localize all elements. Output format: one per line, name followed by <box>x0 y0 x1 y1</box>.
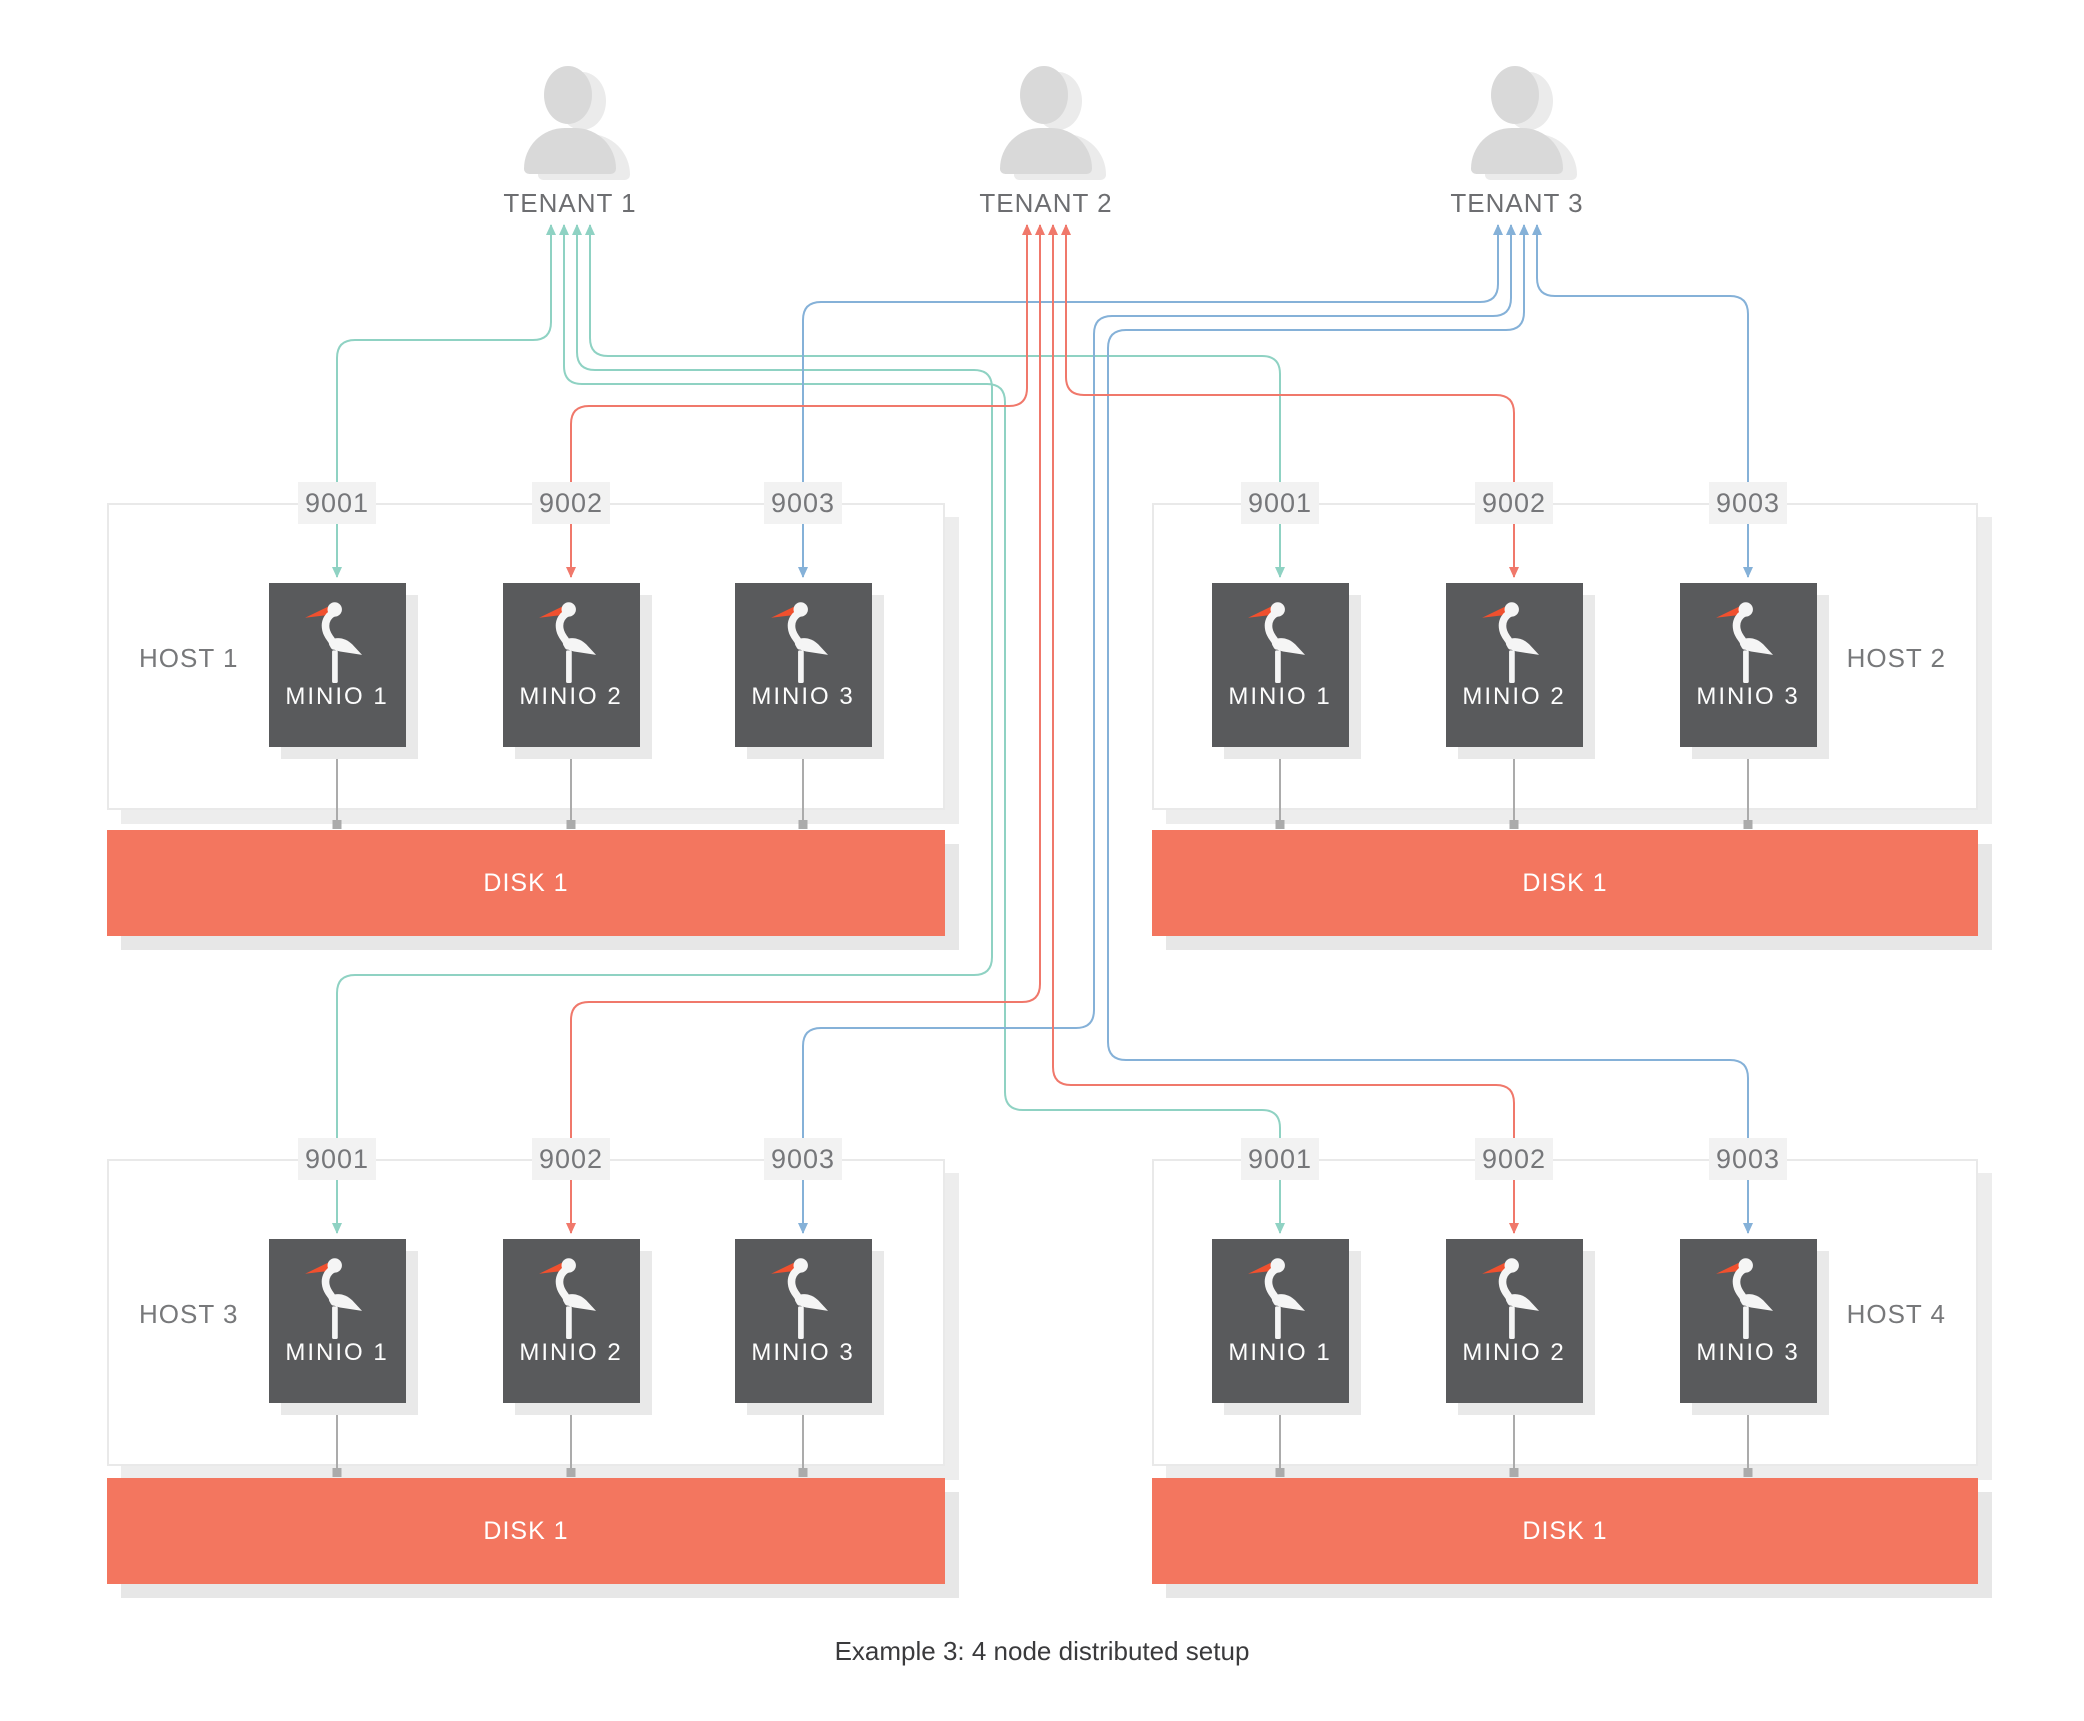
minio-node-label: MINIO 3 <box>1696 1339 1800 1366</box>
minio-node-label: MINIO 3 <box>751 683 855 710</box>
minio-stork-icon <box>1716 602 1774 683</box>
minio-stork-icon <box>305 602 363 683</box>
minio-node: MINIO 3 <box>1679 1239 1817 1403</box>
link-nub <box>798 1468 808 1477</box>
minio-node-label: MINIO 2 <box>1462 1339 1566 1366</box>
host-label: HOST 1 <box>139 643 239 673</box>
minio-stork-icon <box>305 1258 363 1339</box>
minio-node-label: MINIO 1 <box>1228 1339 1332 1366</box>
port-badge: 9003 <box>1709 1138 1787 1180</box>
disk-label: DISK 1 <box>1522 1516 1608 1545</box>
minio-stork-icon <box>771 602 829 683</box>
port-badge: 9002 <box>532 1138 610 1180</box>
minio-node: MINIO 2 <box>1445 583 1583 747</box>
tenant-label: TENANT 2 <box>979 188 1113 218</box>
person-icon-shape <box>1000 128 1092 174</box>
minio-node-label: MINIO 2 <box>1462 683 1566 710</box>
minio-node: MINIO 2 <box>502 1239 640 1403</box>
tenant-figure-1: TENANT 1 <box>480 66 660 219</box>
person-icon <box>988 66 1106 180</box>
diagram-caption: Example 3: 4 node distributed setup <box>834 1636 1250 1666</box>
port-badge: 9003 <box>764 482 842 524</box>
minio-node: MINIO 3 <box>734 1239 872 1403</box>
disk-label: DISK 1 <box>483 1516 569 1545</box>
link-nub <box>1509 820 1519 829</box>
minio-node-label: MINIO 1 <box>285 683 389 710</box>
minio-stork-icon <box>539 1258 597 1339</box>
tenant-label: TENANT 1 <box>503 188 637 218</box>
person-icon-shape <box>1491 66 1539 124</box>
link-nub <box>566 1468 576 1477</box>
port-badge: 9002 <box>1475 482 1553 524</box>
port-badge: 9002 <box>532 482 610 524</box>
port-badge: 9003 <box>764 1138 842 1180</box>
minio-stork-icon <box>1482 1258 1540 1339</box>
minio-node-label: MINIO 3 <box>751 1339 855 1366</box>
minio-stork-icon <box>539 602 597 683</box>
disk-bar: DISK 1 <box>107 830 945 936</box>
person-icon-shape <box>524 128 616 174</box>
person-icon-shape <box>544 66 592 124</box>
tenant-label: TENANT 3 <box>1450 188 1584 218</box>
minio-node: MINIO 1 <box>268 583 406 747</box>
port-badge: 9003 <box>1709 482 1787 524</box>
link-nub <box>1275 1468 1285 1477</box>
minio-stork-icon <box>1248 602 1306 683</box>
disk-bar: DISK 1 <box>1152 830 1978 936</box>
minio-stork-icon <box>1482 602 1540 683</box>
host-label: HOST 2 <box>1846 643 1946 673</box>
person-icon <box>512 66 630 180</box>
minio-node-label: MINIO 3 <box>1696 683 1800 710</box>
minio-node-label: MINIO 2 <box>519 1339 623 1366</box>
link-nub <box>332 820 342 829</box>
minio-node-label: MINIO 1 <box>1228 683 1332 710</box>
minio-node-label: MINIO 1 <box>285 1339 389 1366</box>
link-nub <box>1275 820 1285 829</box>
link-nub <box>1743 820 1753 829</box>
minio-stork-icon <box>1716 1258 1774 1339</box>
link-nub <box>798 820 808 829</box>
minio-node: MINIO 1 <box>268 1239 406 1403</box>
host-label: HOST 4 <box>1846 1299 1946 1329</box>
disk-label: DISK 1 <box>483 868 569 897</box>
disk-bar: DISK 1 <box>1152 1478 1978 1584</box>
minio-stork-icon <box>1248 1258 1306 1339</box>
minio-node-label: MINIO 2 <box>519 683 623 710</box>
link-nub <box>566 820 576 829</box>
person-icon-shape <box>1020 66 1068 124</box>
link-nub <box>1743 1468 1753 1477</box>
disk-label: DISK 1 <box>1522 868 1608 897</box>
minio-stork-icon <box>771 1258 829 1339</box>
host-label: HOST 3 <box>139 1299 239 1329</box>
port-badge: 9002 <box>1475 1138 1553 1180</box>
port-badge: 9001 <box>298 482 376 524</box>
minio-node: MINIO 2 <box>502 583 640 747</box>
minio-node: MINIO 3 <box>734 583 872 747</box>
person-icon <box>1459 66 1577 180</box>
disk-bar: DISK 1 <box>107 1478 945 1584</box>
person-icon-shape <box>1471 128 1563 174</box>
tenant-figure-3: TENANT 3 <box>1427 66 1607 219</box>
minio-node: MINIO 1 <box>1211 583 1349 747</box>
link-nub <box>1509 1468 1519 1477</box>
minio-node: MINIO 3 <box>1679 583 1817 747</box>
tenant-figure-2: TENANT 2 <box>956 66 1136 219</box>
minio-node: MINIO 2 <box>1445 1239 1583 1403</box>
port-badge: 9001 <box>1241 482 1319 524</box>
port-badge: 9001 <box>1241 1138 1319 1180</box>
minio-node: MINIO 1 <box>1211 1239 1349 1403</box>
link-nub <box>332 1468 342 1477</box>
port-badge: 9001 <box>298 1138 376 1180</box>
